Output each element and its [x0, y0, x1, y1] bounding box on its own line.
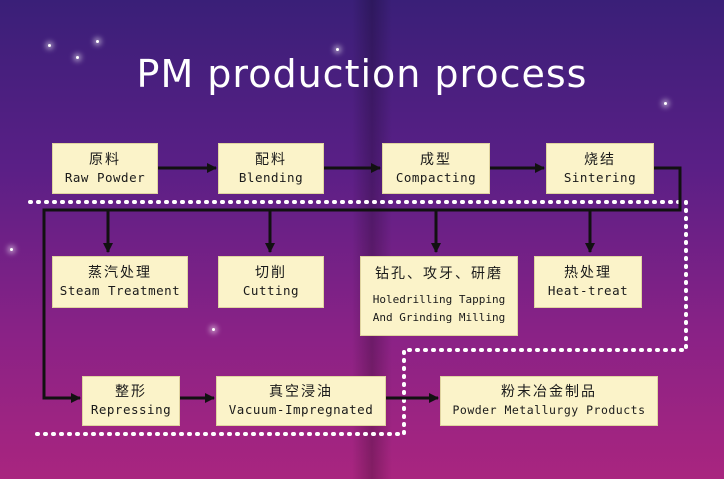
step-en-label: Powder Metallurgy Products: [452, 403, 646, 417]
step-en-label: Repressing: [90, 402, 172, 417]
sparkle-decoration: [664, 102, 667, 105]
step-zh-label: 整形: [115, 384, 147, 400]
sparkle-decoration: [76, 56, 79, 59]
sparkle-decoration: [10, 248, 13, 251]
step-zh-label: 蒸汽处理: [88, 265, 152, 281]
connector-sintering-out: [42, 166, 682, 403]
sparkle-decoration: [336, 48, 339, 51]
step-en-label: Raw Powder: [64, 169, 146, 185]
sparkle-decoration: [212, 328, 215, 331]
step-zh-label: 粉末冶金制品: [501, 384, 597, 400]
step-en-label: Blending: [238, 169, 304, 185]
step-zh-label: 烧结: [584, 151, 616, 168]
step-en-label: Holedrilling Tapping: [372, 293, 506, 306]
step-zh-label: 热处理: [564, 265, 612, 281]
step-compacting: 成型 Compacting: [382, 143, 490, 194]
step-heat-treat: 热处理 Heat-treat: [534, 256, 642, 308]
step-en-label: Cutting: [242, 283, 300, 298]
step-pm-products: 粉末冶金制品 Powder Metallurgy Products: [440, 376, 658, 426]
sparkle-decoration: [96, 40, 99, 43]
step-vacuum-impregnated: 真空浸油 Vacuum-Impregnated: [216, 376, 386, 426]
dotted-separator: [28, 200, 688, 436]
step-zh-label: 成型: [420, 151, 452, 168]
step-steam-treatment: 蒸汽处理 Steam Treatment: [52, 256, 188, 308]
step-drilling: 钻孔、攻牙、研磨 Holedrilling Tapping And Grindi…: [360, 256, 518, 336]
step-cutting: 切削 Cutting: [218, 256, 324, 308]
step-zh-label: 真空浸油: [269, 384, 333, 400]
step-zh-label: 钻孔、攻牙、研磨: [375, 266, 503, 282]
step-zh-label: 切削: [255, 265, 287, 281]
diagram-title: PM production process: [136, 52, 588, 96]
step-zh-label: 配料: [255, 151, 287, 168]
step-en-label: And Grinding Milling: [372, 311, 506, 324]
step-zh-label: 原料: [89, 151, 121, 168]
step-en-label: Vacuum-Impregnated: [228, 402, 374, 417]
step-raw-powder: 原料 Raw Powder: [52, 143, 158, 194]
step-en-label: Sintering: [563, 169, 637, 185]
step-repressing: 整形 Repressing: [82, 376, 180, 426]
step-sintering: 烧结 Sintering: [546, 143, 654, 194]
step-en-label: Compacting: [395, 169, 477, 185]
sparkle-decoration: [48, 44, 51, 47]
step-en-label: Heat-treat: [547, 283, 629, 298]
step-blending: 配料 Blending: [218, 143, 324, 194]
step-en-label: Steam Treatment: [59, 283, 181, 298]
